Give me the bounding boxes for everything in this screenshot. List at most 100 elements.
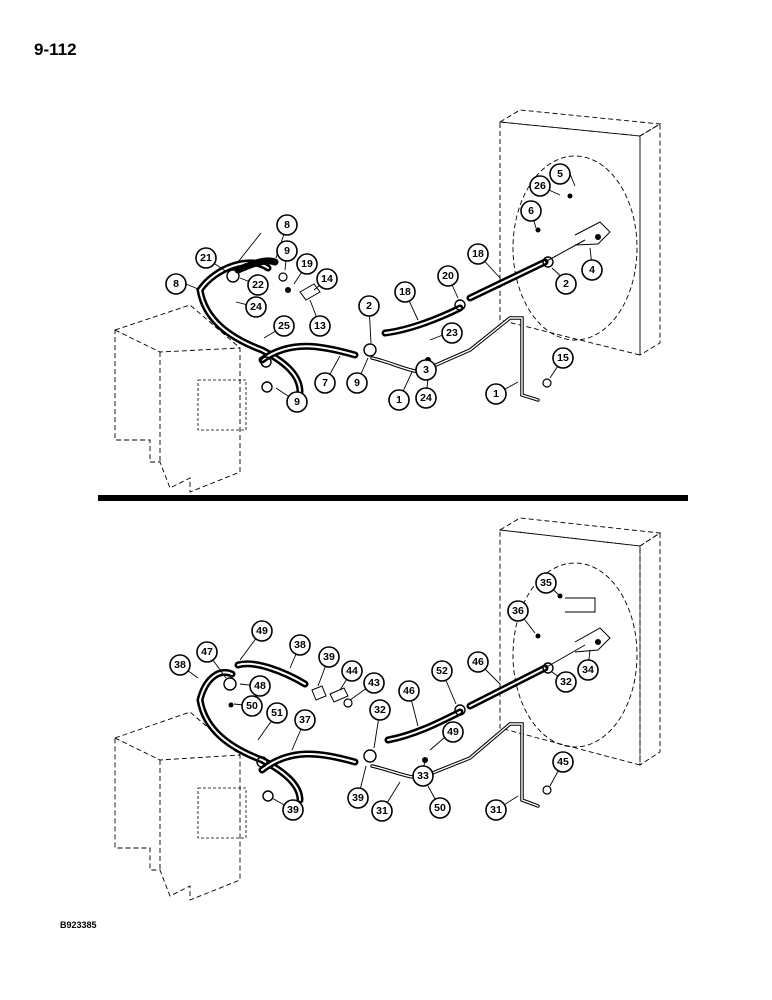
- top-view: 5 26 6 4 2 18 20 18 2 23 8 9 19 14 21 22…: [114, 109, 662, 493]
- svg-text:25: 25: [278, 320, 290, 332]
- svg-text:48: 48: [254, 680, 266, 692]
- svg-text:32: 32: [374, 704, 386, 716]
- svg-text:49: 49: [256, 625, 268, 637]
- svg-text:1: 1: [493, 388, 499, 400]
- svg-text:13: 13: [314, 320, 326, 332]
- reference-code: B923385: [60, 920, 97, 930]
- callout-36: 36: [507, 600, 529, 622]
- svg-text:35: 35: [540, 577, 552, 589]
- svg-text:24: 24: [250, 301, 262, 313]
- svg-text:2: 2: [563, 278, 569, 290]
- callout-51: 51: [266, 702, 288, 724]
- svg-text:44: 44: [346, 665, 358, 677]
- callout-49: 49: [251, 620, 273, 642]
- page-number: 9-112: [34, 40, 77, 59]
- callout-3: 3: [415, 359, 437, 381]
- svg-text:7: 7: [322, 377, 328, 389]
- svg-text:26: 26: [534, 180, 546, 192]
- callout-44: 44: [341, 660, 363, 682]
- svg-text:3: 3: [423, 364, 429, 376]
- callout-6: 6: [520, 200, 542, 222]
- svg-text:18: 18: [399, 286, 411, 298]
- svg-text:9: 9: [284, 245, 290, 257]
- svg-text:4: 4: [589, 264, 595, 276]
- radiator-top: [498, 109, 662, 356]
- callout-50: 50: [241, 695, 263, 717]
- svg-text:37: 37: [299, 714, 311, 726]
- callout-39: 39: [282, 799, 304, 821]
- callout-31: 31: [485, 799, 507, 821]
- svg-text:22: 22: [252, 279, 264, 291]
- callout-24: 24: [415, 387, 437, 409]
- svg-text:38: 38: [174, 659, 186, 671]
- callout-2: 2: [555, 273, 577, 295]
- section-divider: [98, 495, 688, 501]
- callouts-top: 5 26 6 4 2 18 20 18 2 23 8 9 19 14 21 22…: [165, 163, 603, 413]
- callout-9: 9: [276, 240, 298, 262]
- callout-15: 15: [552, 347, 574, 369]
- svg-text:46: 46: [472, 656, 484, 668]
- svg-text:8: 8: [173, 278, 179, 290]
- tank-top: [114, 304, 247, 493]
- callout-20: 20: [437, 265, 459, 287]
- tank-bottom: [114, 711, 247, 901]
- svg-text:5: 5: [557, 168, 563, 180]
- callouts-bottom: 35 36 34 32 46 52 46 49 38 39 44 43 47 4…: [169, 572, 599, 822]
- svg-text:19: 19: [301, 258, 313, 270]
- callout-43: 43: [363, 672, 385, 694]
- callout-31: 31: [371, 800, 393, 822]
- svg-text:50: 50: [246, 700, 258, 712]
- svg-text:8: 8: [284, 219, 290, 231]
- svg-text:32: 32: [560, 676, 572, 688]
- svg-text:6: 6: [528, 205, 534, 217]
- svg-text:31: 31: [490, 804, 502, 816]
- svg-text:49: 49: [447, 726, 459, 738]
- svg-text:46: 46: [403, 685, 415, 697]
- leader-lines-bottom: [179, 582, 591, 812]
- svg-text:38: 38: [294, 639, 306, 651]
- callout-52: 52: [431, 660, 453, 682]
- svg-text:9: 9: [294, 396, 300, 408]
- callout-48: 48: [249, 675, 271, 697]
- svg-text:2: 2: [366, 300, 372, 312]
- callout-24: 24: [245, 296, 267, 318]
- svg-text:24: 24: [420, 392, 432, 404]
- callout-5: 5: [549, 163, 571, 185]
- svg-text:47: 47: [201, 646, 213, 658]
- callout-49: 49: [442, 721, 464, 743]
- svg-text:50: 50: [434, 802, 446, 814]
- callout-9: 9: [286, 391, 308, 413]
- svg-text:43: 43: [368, 677, 380, 689]
- callout-8: 8: [165, 273, 187, 295]
- callout-38: 38: [169, 654, 191, 676]
- callout-2: 2: [358, 295, 380, 317]
- svg-text:18: 18: [472, 248, 484, 260]
- svg-text:39: 39: [352, 792, 364, 804]
- bottom-view: 35 36 34 32 46 52 46 49 38 39 44 43 47 4…: [114, 517, 662, 901]
- callout-8: 8: [276, 214, 298, 236]
- callout-47: 47: [196, 641, 218, 663]
- svg-text:20: 20: [442, 270, 454, 282]
- svg-text:51: 51: [271, 707, 283, 719]
- callout-1: 1: [388, 389, 410, 411]
- svg-text:36: 36: [512, 605, 524, 617]
- svg-text:39: 39: [287, 804, 299, 816]
- svg-text:39: 39: [323, 651, 335, 663]
- callout-1: 1: [485, 383, 507, 405]
- svg-text:15: 15: [557, 352, 569, 364]
- callout-18: 18: [467, 243, 489, 265]
- svg-text:1: 1: [396, 394, 402, 406]
- callout-45: 45: [552, 751, 574, 773]
- callout-9: 9: [346, 372, 368, 394]
- callout-46: 46: [398, 680, 420, 702]
- callout-21: 21: [195, 247, 217, 269]
- callout-7: 7: [314, 372, 336, 394]
- svg-text:14: 14: [321, 273, 333, 285]
- svg-text:52: 52: [436, 665, 448, 677]
- callout-4: 4: [581, 259, 603, 281]
- callout-19: 19: [296, 253, 318, 275]
- callout-26: 26: [529, 175, 551, 197]
- svg-text:9: 9: [354, 377, 360, 389]
- callout-13: 13: [309, 315, 331, 337]
